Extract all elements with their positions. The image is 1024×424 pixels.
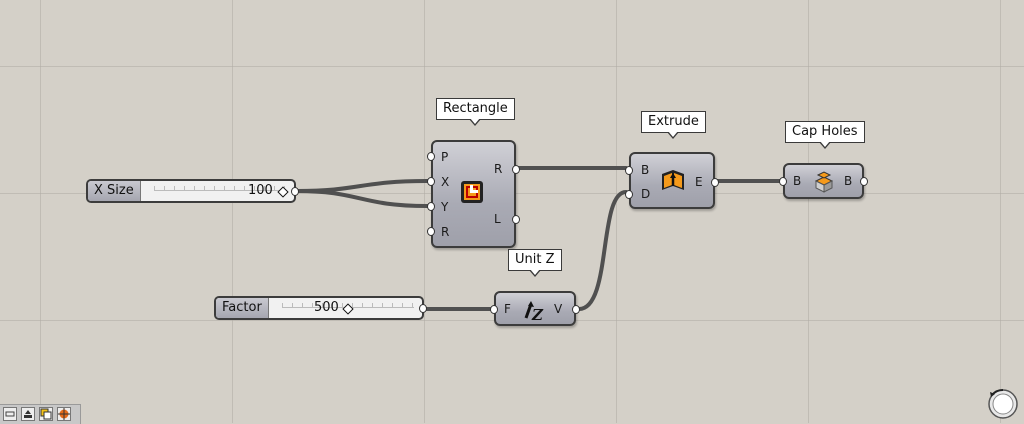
rectangle-component[interactable]: P X Y R R L <box>427 140 520 248</box>
rectangle-input-r: R <box>441 225 450 239</box>
canvas-toolbar <box>0 404 81 424</box>
rectangle-input-r-grip[interactable] <box>427 227 435 236</box>
rectangle-output-r-grip[interactable] <box>512 165 520 174</box>
cap-holes-component[interactable]: B B <box>779 163 868 199</box>
rectangle-output-l: L <box>494 212 501 226</box>
extrude-input-d-grip[interactable] <box>625 190 633 199</box>
extrude-icon <box>662 170 684 190</box>
zoom-icon <box>5 411 15 417</box>
extrude-component[interactable]: B D E <box>625 152 719 209</box>
bake-button[interactable] <box>21 407 35 421</box>
extrude-output-e: E <box>695 175 703 189</box>
factor-slider-value: 500 <box>314 300 339 315</box>
target-icon <box>58 408 70 420</box>
rectangle-input-y: Y <box>441 200 449 214</box>
unit-z-icon: Z <box>524 301 544 322</box>
preview-button[interactable] <box>39 407 53 421</box>
rectangle-tooltip: Rectangle <box>436 98 515 126</box>
rectangle-output-r: R <box>494 162 503 176</box>
extrude-input-b: B <box>641 163 650 177</box>
x-size-slider-label: X Size <box>88 181 141 201</box>
unit-z-input-f-grip[interactable] <box>490 305 498 314</box>
extrude-input-b-grip[interactable] <box>625 166 633 175</box>
x-size-slider[interactable]: X Size 100 <box>86 179 299 203</box>
cap-holes-input-b: B <box>793 174 802 188</box>
bake-icon <box>24 410 32 418</box>
factor-slider[interactable]: Factor 500 <box>214 296 427 320</box>
factor-output-grip[interactable] <box>419 304 427 313</box>
cap-holes-icon <box>814 171 834 193</box>
cap-holes-output-b: B <box>844 174 853 188</box>
target-button[interactable] <box>57 407 71 421</box>
svg-text:Z: Z <box>531 306 544 322</box>
unit-z-tooltip: Unit Z <box>508 249 562 277</box>
factor-slider-label: Factor <box>216 298 269 318</box>
wire-xsize-to-y <box>295 189 429 208</box>
rectangle-icon <box>461 181 483 203</box>
rectangle-output-l-grip[interactable] <box>512 215 520 224</box>
x-size-slider-value: 100 <box>248 183 273 198</box>
unit-z-component[interactable]: F V Z <box>490 291 580 326</box>
navigation-wheel-icon[interactable] <box>986 387 1020 421</box>
rectangle-input-y-grip[interactable] <box>427 202 435 211</box>
rectangle-input-x-grip[interactable] <box>427 177 435 186</box>
x-size-slider-track[interactable] <box>154 186 286 191</box>
unit-z-output-v-grip[interactable] <box>572 305 580 314</box>
extrude-input-d: D <box>641 187 651 201</box>
rectangle-input-p: P <box>441 150 449 164</box>
wire-unitz-v-to-extrude-d <box>577 190 628 311</box>
rectangle-input-p-grip[interactable] <box>427 152 435 161</box>
rectangle-input-x: X <box>441 175 450 189</box>
cap-holes-output-b-grip[interactable] <box>860 177 868 186</box>
zoom-button[interactable] <box>3 407 17 421</box>
preview-icon <box>40 408 52 420</box>
unit-z-output-v: V <box>554 302 563 316</box>
cap-holes-input-b-grip[interactable] <box>779 177 787 186</box>
extrude-output-e-grip[interactable] <box>711 178 719 187</box>
extrude-tooltip: Extrude <box>641 111 706 139</box>
x-size-output-grip[interactable] <box>291 187 299 196</box>
wire-xsize-to-x <box>295 179 429 193</box>
unit-z-input-f: F <box>504 302 511 316</box>
cap-holes-tooltip: Cap Holes <box>785 121 865 149</box>
